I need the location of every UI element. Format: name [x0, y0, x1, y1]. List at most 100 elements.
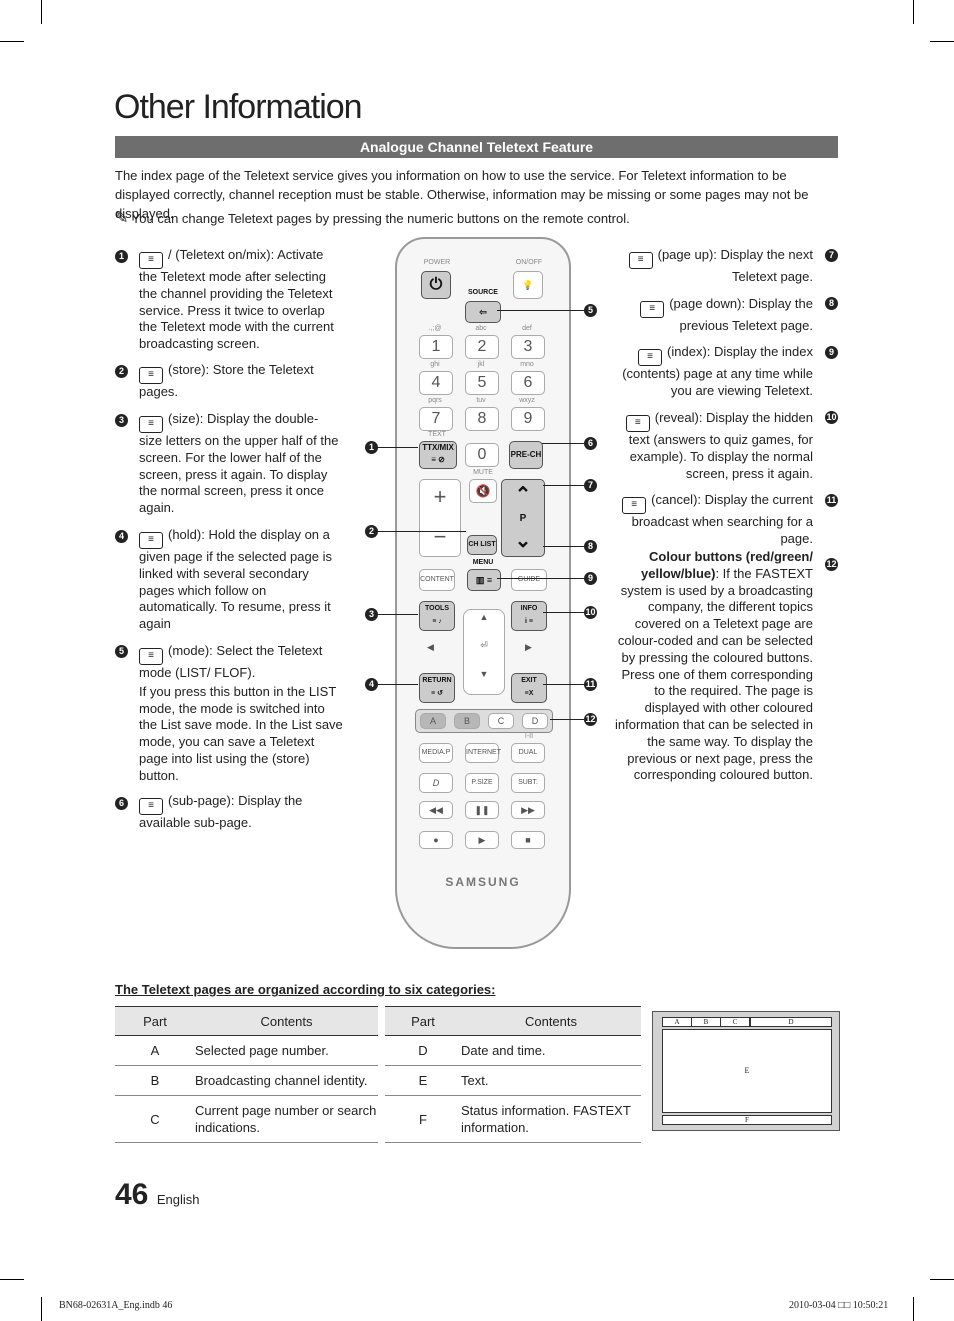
- guide-button: GUIDE: [511, 569, 547, 591]
- text-label: TEXT: [428, 431, 446, 438]
- key-letters: pqrs: [428, 397, 442, 404]
- number-key: 9: [511, 407, 545, 431]
- up-arrow-icon: ▲: [479, 612, 489, 622]
- table-title: The Teletext pages are organized accordi…: [115, 982, 496, 997]
- source-button: ⇦: [465, 301, 501, 323]
- i-ii-label: I-II: [524, 733, 534, 740]
- blue-button: D: [522, 713, 548, 729]
- dpad: ▲ ⏎ ▼: [463, 609, 505, 695]
- key-letters: mno: [520, 361, 534, 368]
- internet-button: INTERNET: [465, 743, 501, 763]
- teletext-layout-diagram: A B C D E F: [652, 1011, 840, 1131]
- leader-line: [543, 485, 584, 486]
- section-header: Analogue Channel Teletext Feature: [115, 136, 838, 158]
- callout-11: 11: [584, 678, 597, 691]
- list-item: ≡(hold): Hold the display on a given pag…: [139, 527, 332, 632]
- store-icon: ≡: [139, 367, 163, 384]
- plus-icon: +: [433, 484, 447, 509]
- leader-line: [543, 612, 584, 613]
- hold-icon: ≡: [139, 532, 163, 549]
- menu-button: ▥ ≡: [467, 569, 501, 591]
- sub-page-icon: ≡: [139, 798, 163, 815]
- item-number: 7: [825, 249, 838, 262]
- item-number: 3: [115, 414, 128, 427]
- record-button: ●: [419, 831, 453, 849]
- callout-7: 7: [584, 479, 597, 492]
- note-text: You can change Teletext pages by pressin…: [131, 211, 630, 226]
- stop-button: ■: [511, 831, 545, 849]
- chevron-up-icon: ⌃: [514, 484, 532, 506]
- pencil-icon: ✎: [115, 210, 129, 227]
- item-number: 9: [825, 346, 838, 359]
- page-number: 46: [115, 1178, 149, 1211]
- page-up-icon: ≡: [628, 252, 653, 269]
- yellow-button: C: [488, 713, 514, 729]
- enter-icon: ⏎: [480, 640, 488, 650]
- key-letters: .,;@: [428, 325, 442, 332]
- item-number: 6: [115, 797, 128, 810]
- callout-8: 8: [584, 540, 597, 553]
- ch-list-button: CH LIST: [467, 535, 497, 555]
- intro-paragraph: The index page of the Teletext service g…: [115, 168, 809, 221]
- leader-line: [378, 684, 418, 685]
- item-number: 12: [825, 558, 838, 571]
- volume-rocker: + −: [419, 479, 461, 557]
- leader-line: [378, 531, 466, 532]
- crop-mark: [0, 41, 24, 42]
- red-button: A: [420, 713, 446, 729]
- list-item: ≡(page down): Display the previous Telet…: [615, 296, 813, 335]
- date-slug: 2010-03-04 □□ 10:50:21: [789, 1300, 889, 1311]
- d-button: D: [419, 773, 453, 793]
- leader-line: [378, 614, 418, 615]
- leader-line: [497, 578, 584, 579]
- key-letters: def: [522, 325, 532, 332]
- mute-button: 🔇: [469, 479, 497, 503]
- callout-2: 2: [365, 525, 378, 538]
- number-key: 3: [511, 335, 545, 359]
- callout-6: 6: [584, 437, 597, 450]
- list-item: ≡(reveal): Display the hidden text (answ…: [615, 410, 813, 482]
- list-item: ≡(page up): Display the next Teletext pa…: [615, 247, 813, 286]
- size-icon: ≡: [139, 416, 163, 433]
- key-letters: jkl: [477, 361, 485, 368]
- light-button: 💡: [513, 271, 543, 299]
- item-number: 8: [825, 297, 838, 310]
- chevron-down-icon: ⌄: [514, 530, 532, 552]
- minus-icon: −: [433, 524, 447, 549]
- number-key: 2: [465, 335, 499, 359]
- channel-rocker: ⌃ P ⌄: [501, 479, 545, 557]
- ttx-mix-button: TTX/MIX≡ ⊘: [419, 441, 457, 469]
- list-item: ≡/ (Teletext on/mix): Activate the Telet…: [139, 247, 334, 352]
- number-key: 4: [419, 371, 453, 395]
- number-key: 8: [465, 407, 499, 431]
- play-button: ▶: [465, 831, 499, 849]
- number-key: 6: [511, 371, 545, 395]
- pre-ch-button: PRE-CH: [509, 441, 543, 469]
- cancel-icon: ≡: [622, 497, 647, 514]
- p-size-button: P.SIZE: [465, 773, 499, 793]
- list-item: ≡(mode): Select the Teletext mode (LIST/…: [139, 643, 343, 783]
- key-letters: abc: [475, 325, 487, 332]
- tools-button: TOOLS≡ ♪: [419, 601, 455, 631]
- callout-12: 12: [584, 713, 597, 726]
- item-number: 11: [825, 494, 838, 507]
- page-title: Other Information: [114, 88, 363, 126]
- dual-button: DUAL: [511, 743, 545, 763]
- color-button-row: A B C D: [415, 709, 553, 733]
- pause-button: ❚❚: [465, 801, 499, 819]
- crop-mark: [913, 0, 914, 24]
- fast-forward-button: ▶▶: [511, 801, 545, 819]
- list-item: ≡(cancel): Display the current broadcast…: [615, 492, 813, 548]
- leader-line: [543, 546, 584, 547]
- language-label: English: [156, 1192, 200, 1207]
- callout-5: 5: [584, 304, 597, 317]
- note: ✎ You can change Teletext pages by press…: [115, 209, 840, 228]
- item-number: 2: [115, 365, 128, 378]
- crop-mark: [0, 1279, 24, 1280]
- item-number: 1: [115, 250, 128, 263]
- leader-line: [543, 684, 584, 685]
